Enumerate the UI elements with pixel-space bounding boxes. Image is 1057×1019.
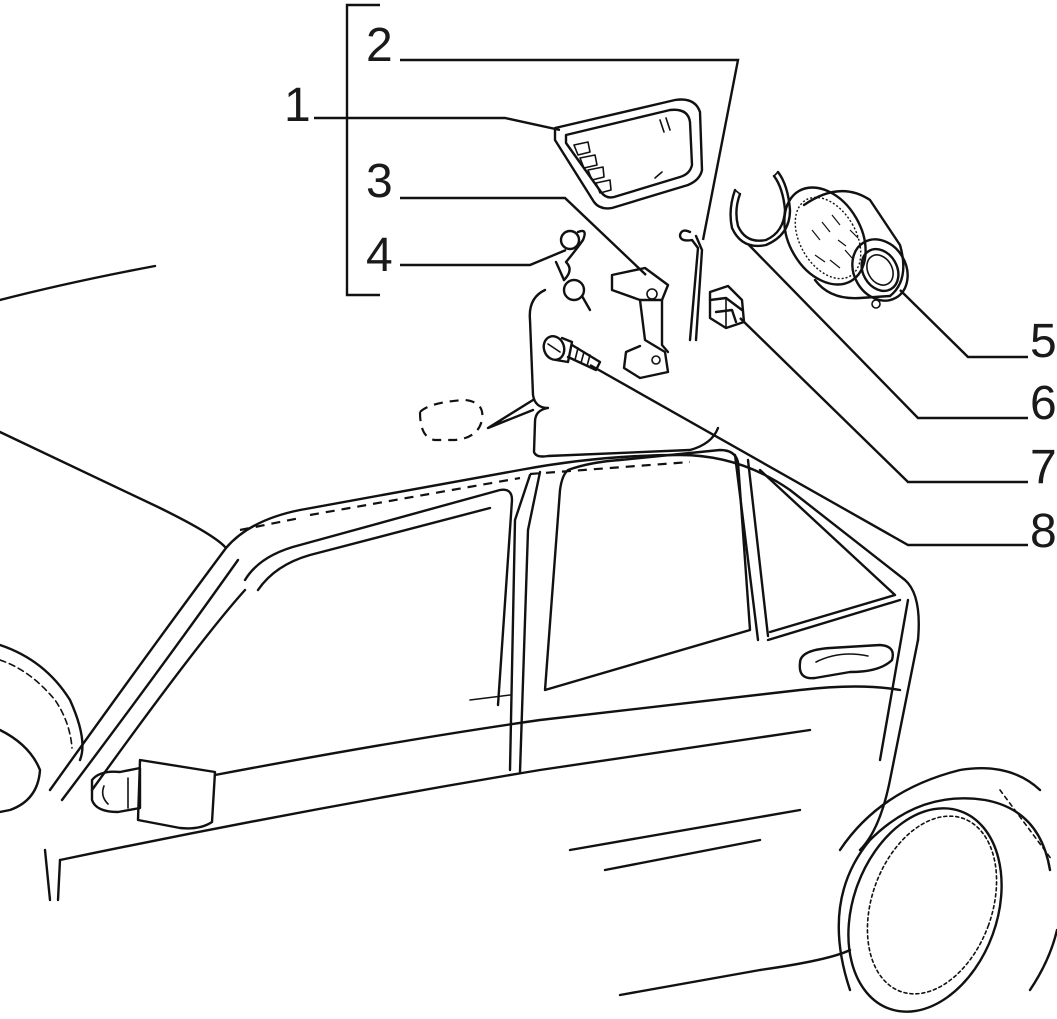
- small-clip-part: [708, 284, 746, 330]
- callout-4: 4: [366, 229, 393, 282]
- callout-8: 8: [1030, 505, 1057, 558]
- kit-bracket: [345, 3, 380, 297]
- spring-clip-part: [554, 229, 592, 312]
- screw-part: [542, 335, 602, 372]
- callout-6: 6: [1030, 377, 1057, 430]
- callout-1: 1: [284, 79, 311, 132]
- car-body-outline: [0, 264, 1057, 1013]
- spring-rod-part: [678, 229, 704, 342]
- retaining-ring-part: [729, 170, 792, 248]
- callout-2: 2: [366, 19, 393, 72]
- installation-indicator: [418, 288, 720, 458]
- callout-3: 3: [366, 155, 393, 208]
- fuel-flap-cover-part: [553, 98, 704, 210]
- leader-lines: [314, 58, 1028, 547]
- filler-neck-part: [783, 186, 909, 309]
- callout-5: 5: [1030, 315, 1057, 368]
- callout-7: 7: [1030, 441, 1057, 494]
- hinge-bracket-part: [610, 266, 670, 380]
